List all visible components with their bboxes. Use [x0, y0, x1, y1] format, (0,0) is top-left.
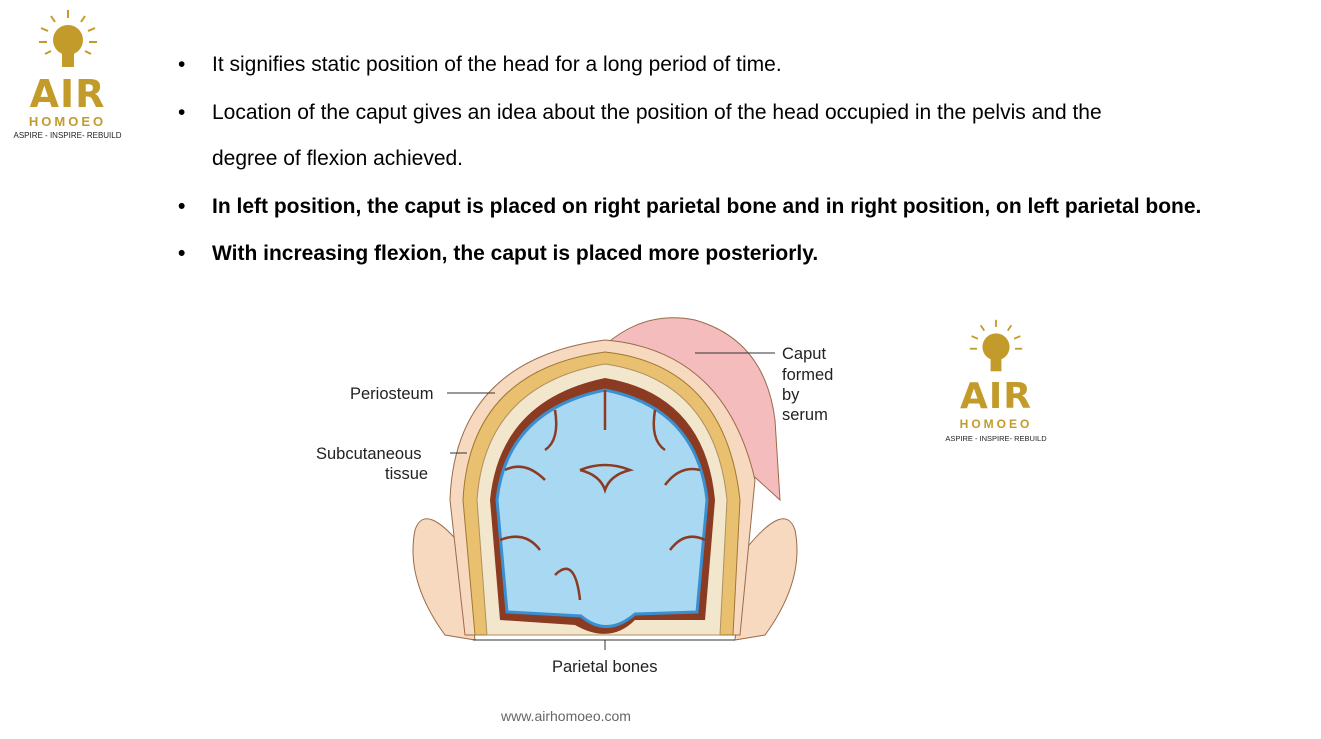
label-serum: serum	[782, 406, 828, 424]
lightbulb-icon	[38, 10, 97, 67]
air-homoeo-logo-watermark: AIR HOMOEO ASPIRE - INSPIRE- REBUILD	[940, 318, 1052, 443]
bullet-text: In left position, the caput is placed on…	[212, 195, 1202, 218]
label-tissue: tissue	[385, 465, 429, 483]
label-periosteum: Periosteum	[350, 385, 434, 403]
logo-tagline: ASPIRE - INSPIRE- REBUILD	[945, 434, 1047, 443]
bullet-dot: •	[178, 242, 186, 265]
label-formed: formed	[782, 366, 834, 384]
air-homoeo-logo: AIR HOMOEO ASPIRE - INSPIRE- REBUILD	[10, 8, 125, 140]
label-subcutaneous: Subcutaneous	[316, 445, 422, 463]
label-by: by	[782, 386, 800, 404]
bullet-dot: •	[178, 101, 186, 124]
footer-url: www.airhomoeo.com	[501, 708, 631, 724]
bullet-dot: •	[178, 195, 186, 218]
logo-homoeo: HOMOEO	[959, 417, 1033, 431]
bullet-text: Location of the caput gives an idea abou…	[212, 101, 1102, 124]
bullet-dot: •	[178, 53, 186, 76]
logo-homoeo: HOMOEO	[28, 114, 107, 129]
lightbulb-icon	[969, 319, 1023, 372]
logo-air: AIR	[960, 376, 1032, 417]
bullet-text: With increasing flexion, the caput is pl…	[212, 242, 819, 265]
logo-air: AIR	[29, 72, 106, 116]
label-parietal-bones: Parietal bones	[552, 658, 658, 676]
logo-tagline: ASPIRE - INSPIRE- REBUILD	[13, 131, 122, 140]
brain	[495, 388, 709, 628]
bullet-text: It signifies static position of the head…	[212, 53, 782, 76]
bullet-text: degree of flexion achieved.	[212, 147, 464, 170]
caput-diagram	[412, 317, 798, 650]
label-caput: Caput	[782, 345, 827, 363]
